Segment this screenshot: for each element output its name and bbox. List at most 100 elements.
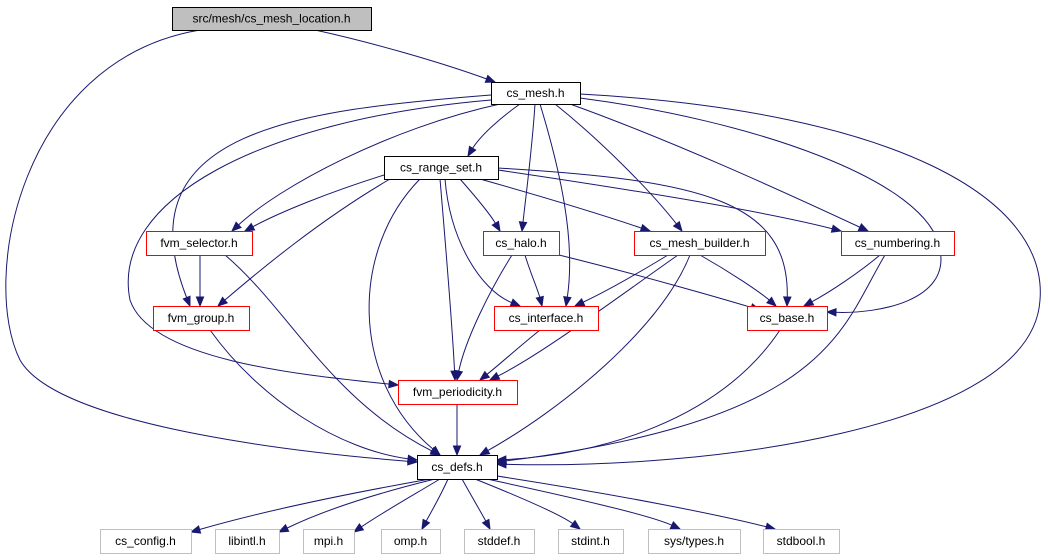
edge-line — [522, 103, 536, 224]
edge-line — [209, 329, 410, 460]
edge-cs-mesh-to-cs-interface — [539, 103, 572, 308]
edge-line — [504, 93, 1041, 466]
edge-line — [285, 478, 436, 529]
node-cs-range-set[interactable]: cs_range_set.h — [384, 156, 499, 180]
node-box — [303, 529, 355, 554]
node-fvm-selector[interactable]: fvm_selector.h — [146, 231, 253, 256]
edge-arrowhead — [672, 220, 683, 233]
edge-arrowhead — [639, 223, 652, 233]
edge-arrowhead — [421, 518, 431, 531]
node-stdbool: stdbool.h — [763, 529, 840, 554]
edge-fvm-selector-to-cs-defs — [224, 254, 442, 456]
edge-line — [172, 94, 492, 299]
edge-cs-defs-to-libintl — [277, 478, 436, 533]
node-box — [491, 82, 581, 105]
node-box — [215, 529, 280, 554]
edge-cs-range-set-to-cs-numbering — [497, 169, 843, 233]
edge-cs-mesh-to-cs-range-set — [467, 103, 521, 158]
edge-fvm-selector-to-fvm-group — [195, 255, 205, 308]
edge-cs-halo-to-cs-base — [558, 254, 762, 312]
edge-cs-mesh-to-cs-base — [579, 97, 942, 317]
edge-cs-defs-to-omp — [421, 478, 449, 531]
node-box — [153, 306, 250, 331]
node-box — [634, 231, 766, 256]
edge-arrowhead — [669, 521, 682, 530]
node-cs-defs[interactable]: cs_defs.h — [417, 455, 498, 480]
node-cs-base[interactable]: cs_base.h — [747, 306, 828, 331]
edge-line — [569, 103, 861, 229]
node-label: cs_halo.h — [495, 236, 546, 250]
node-mpi: mpi.h — [303, 529, 355, 554]
edge-line — [497, 169, 834, 230]
edge-line — [554, 103, 678, 226]
edge-arrowhead — [766, 296, 778, 307]
node-box — [648, 529, 741, 554]
node-cs-mesh-builder[interactable]: cs_mesh_builder.h — [634, 231, 766, 256]
edge-line — [479, 178, 643, 229]
node-cs-config: cs_config.h — [100, 529, 192, 554]
edge-arrowhead — [388, 379, 400, 389]
edge-arrowhead — [484, 74, 497, 83]
node-label: sys/types.h — [664, 534, 724, 548]
node-box — [558, 529, 624, 554]
node-label: cs_range_set.h — [400, 161, 482, 175]
edge-arrowhead — [454, 369, 464, 382]
edge-line — [237, 103, 501, 226]
edge-arrowhead — [495, 455, 507, 464]
node-label: cs_mesh.h — [506, 86, 564, 100]
edge-line — [368, 178, 435, 451]
edge-cs-base-to-cs-defs — [495, 329, 781, 464]
edge-line — [198, 478, 431, 531]
node-stddef: stddef.h — [464, 529, 535, 554]
edge-cs-range-set-to-cs-halo — [459, 178, 501, 233]
edge-line — [425, 478, 449, 523]
node-cs-mesh-location[interactable]: src/mesh/cs_mesh_location.h — [172, 7, 372, 31]
edge-arrowhead — [535, 295, 544, 308]
node-cs-numbering[interactable]: cs_numbering.h — [841, 231, 955, 256]
node-box — [763, 529, 840, 554]
edge-arrowhead — [243, 222, 256, 232]
edge-arrowhead — [573, 298, 586, 307]
node-box — [483, 231, 560, 256]
node-box — [146, 231, 253, 256]
edge-cs-mesh-to-cs-halo — [518, 103, 536, 233]
edge-fvm-periodicity-to-cs-defs — [452, 403, 462, 457]
edge-line — [461, 478, 487, 523]
edge-arrowhead — [518, 221, 528, 233]
edge-arrowhead — [491, 220, 501, 233]
node-fvm-periodicity[interactable]: fvm_periodicity.h — [398, 380, 518, 405]
node-label: fvm_periodicity.h — [413, 385, 502, 399]
edge-arrowhead — [216, 296, 229, 307]
node-label: cs_mesh_builder.h — [649, 236, 749, 250]
edge-line — [224, 254, 434, 452]
edge-line — [223, 178, 391, 302]
edge-cs-defs-to-cs-config — [189, 478, 431, 534]
edge-cs-halo-to-fvm-periodicity — [454, 254, 513, 382]
node-label: src/mesh/cs_mesh_location.h — [192, 12, 350, 26]
edge-cs-defs-to-stdbool — [496, 475, 777, 531]
node-label: fvm_selector.h — [160, 236, 237, 250]
edge-arrowhead — [277, 523, 290, 533]
edge-cs-mesh-to-fvm-selector — [231, 103, 501, 232]
nodes-layer: src/mesh/cs_mesh_location.h cs_mesh.h cs_r… — [100, 7, 955, 554]
edge-cs-defs-to-sys-types — [486, 478, 682, 530]
edge-cs-defs-to-mpi — [352, 478, 441, 533]
node-box — [417, 455, 498, 480]
edge-arrowhead — [478, 446, 491, 456]
node-cs-halo[interactable]: cs_halo.h — [483, 231, 560, 256]
node-fvm-group[interactable]: fvm_group.h — [153, 306, 250, 331]
node-cs-mesh[interactable]: cs_mesh.h — [491, 82, 581, 105]
edge-cs-mesh-builder-to-cs-interface — [573, 254, 669, 307]
edge-cs-mesh-to-cs-mesh-builder — [554, 103, 683, 233]
node-box — [384, 156, 499, 180]
edge-line — [474, 478, 574, 525]
edge-cs-defs-to-stdint — [474, 478, 582, 530]
edge-cs-numbering-to-cs-defs — [495, 254, 886, 466]
edge-arrowhead — [802, 297, 815, 307]
edge-line — [524, 254, 541, 299]
node-label: fvm_group.h — [168, 311, 235, 325]
node-box — [464, 529, 535, 554]
edge-line — [497, 167, 788, 299]
edge-arrowhead — [182, 295, 191, 308]
node-cs-interface[interactable]: cs_interface.h — [494, 306, 599, 331]
